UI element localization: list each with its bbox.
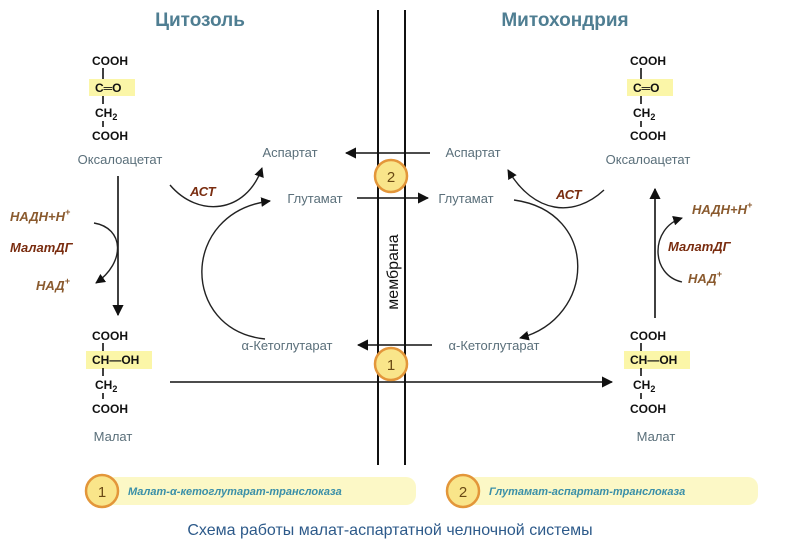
legend-item-2-name: Глутамат-аспартат-транслоказа	[489, 486, 685, 498]
nadh-label-mitochondria: НАДН+Н+	[692, 200, 753, 217]
alpha-ketoglutarate-label-cytosol: α-Кетоглутарат	[242, 338, 333, 353]
transporter-2-marker	[373, 158, 409, 194]
formula-cooh-top: COOH	[630, 54, 666, 68]
malate-dh-label-mitochondria: МалатДГ	[668, 239, 732, 254]
formula-cooh-bottom: COOH	[630, 129, 666, 143]
legend-item-1-marker	[84, 473, 120, 509]
formula-cooh-top: COOH	[92, 329, 128, 343]
nad-label-mitochondria: НАД+	[688, 269, 723, 286]
formula-ch2: CH2	[95, 378, 117, 394]
arrow-oxaloacetate-to-aspartate-cytosol	[169, 167, 264, 208]
nad-label-cytosol: НАД+	[36, 276, 71, 293]
formula-ch2: CH2	[633, 378, 655, 394]
nadh-label-cytosol: НАДН+Н+	[10, 207, 71, 224]
arrow-oxaloacetate-to-aspartate-mitochondria	[507, 169, 605, 209]
legend-item-2-marker	[445, 473, 481, 509]
formula-choh: CH—OH	[630, 353, 677, 367]
ast-label-cytosol: АСТ	[189, 184, 217, 199]
oxaloacetate-structure-mitochondria: COOH C═O CH2 COOH	[627, 54, 673, 143]
membrane-label: мембрана	[385, 234, 402, 310]
oxaloacetate-label-cytosol: Оксалоацетат	[78, 152, 163, 167]
formula-choh: CH—OH	[92, 353, 139, 367]
malate-structure-mitochondria: COOH CH—OH CH2 COOH	[624, 329, 690, 416]
formula-keto: C═O	[633, 81, 660, 95]
formula-cooh-top: COOH	[630, 329, 666, 343]
legend-item-1-background	[86, 477, 416, 505]
formula-ch2: CH2	[95, 106, 117, 122]
alpha-ketoglutarate-label-mitochondria: α-Кетоглутарат	[449, 338, 540, 353]
hydroxyl-group-highlight	[624, 351, 690, 369]
aspartate-label-cytosol: Аспартат	[262, 145, 317, 160]
hydroxyl-group-highlight	[86, 351, 152, 369]
glutamate-label-mitochondria: Глутамат	[438, 191, 493, 206]
oxaloacetate-structure-cytosol: COOH C═O CH2 COOH	[89, 54, 135, 143]
arrow-nadh-to-nad-cytosol	[93, 222, 119, 284]
legend-item-1-name: Малат-α-кетоглутарат-транслоказа	[128, 486, 342, 498]
malate-dh-label-cytosol: МалатДГ	[10, 240, 74, 255]
legend-item-2-number: 2	[459, 484, 467, 501]
transporter-2-number: 2	[387, 169, 395, 186]
keto-group-highlight	[89, 79, 135, 96]
diagram-caption: Схема работы малат-аспартатной челночной…	[187, 522, 592, 539]
ast-label-mitochondria: АСТ	[555, 187, 583, 202]
formula-cooh-bottom: COOH	[630, 402, 666, 416]
keto-group-highlight	[627, 79, 673, 96]
arrow-glutamate-to-ketoglutarate-mitochondria	[513, 199, 579, 341]
legend-item-1-number: 1	[98, 484, 106, 501]
glutamate-label-cytosol: Глутамат	[287, 191, 342, 206]
transporter-1-number: 1	[387, 357, 395, 374]
formula-keto: C═O	[95, 81, 122, 95]
formula-cooh-bottom: COOH	[92, 129, 128, 143]
malate-structure-cytosol: COOH CH—OH CH2 COOH	[86, 329, 152, 416]
legend-item-2-background	[448, 477, 758, 505]
formula-ch2: CH2	[633, 106, 655, 122]
transporter-1-marker	[373, 346, 409, 382]
aspartate-label-mitochondria: Аспартат	[445, 145, 500, 160]
malate-label-mitochondria: Малат	[637, 429, 676, 444]
cytosol-header: Цитозоль	[155, 10, 245, 31]
arrow-nad-to-nadh-mitochondria	[657, 215, 683, 283]
formula-cooh-bottom: COOH	[92, 402, 128, 416]
oxaloacetate-label-mitochondria: Оксалоацетат	[606, 152, 691, 167]
malate-label-cytosol: Малат	[94, 429, 133, 444]
arrow-ketoglutarate-to-glutamate-cytosol	[201, 197, 271, 340]
formula-cooh-top: COOH	[92, 54, 128, 68]
mitochondria-header: Митохондрия	[501, 10, 628, 31]
